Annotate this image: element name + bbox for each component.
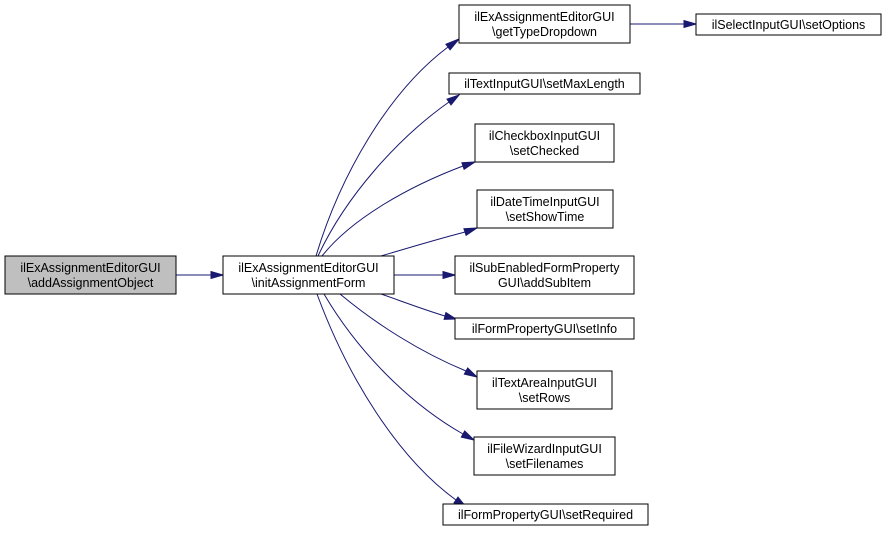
node-showtime-label-1: \setShowTime bbox=[506, 210, 585, 224]
node-checked[interactable]: ilCheckboxInputGUI\setChecked bbox=[474, 123, 615, 163]
edge-init-info-arrowhead bbox=[443, 311, 458, 320]
edge-init-filenames-arrowhead bbox=[460, 430, 476, 441]
edge-init-subitem bbox=[394, 270, 457, 280]
edge-init-rows-line bbox=[339, 293, 467, 372]
node-required-label-0: ilFormPropertyGUI\setRequired bbox=[458, 508, 633, 522]
edge-init-typedrop-arrowhead bbox=[445, 38, 460, 51]
edge-init-rows-arrowhead bbox=[463, 367, 479, 378]
node-maxlen-box bbox=[448, 72, 641, 95]
edge-init-filenames-line bbox=[323, 293, 464, 435]
node-filenames-box bbox=[473, 436, 616, 476]
edge-init-typedrop-line bbox=[315, 46, 449, 257]
node-rows-label-1: \setRows bbox=[519, 391, 570, 405]
edge-init-required-line bbox=[316, 293, 457, 501]
edge-init-subitem-arrowhead bbox=[442, 270, 457, 280]
node-init-label-1: \initAssignmentForm bbox=[252, 276, 366, 290]
edge-typedrop-setopts bbox=[630, 19, 698, 29]
edge-root-init bbox=[176, 270, 225, 280]
node-subitem-label-1: GUI\addSubItem bbox=[498, 276, 591, 290]
node-setopts[interactable]: ilSelectInputGUI\setOptions bbox=[695, 13, 882, 36]
node-rows-box bbox=[476, 370, 613, 410]
edge-init-info-line bbox=[380, 293, 446, 317]
node-checked-box bbox=[474, 123, 615, 163]
edge-init-checked-line bbox=[321, 165, 464, 257]
node-maxlen-label-0: ilTextInputGUI\setMaxLength bbox=[464, 77, 625, 91]
edge-init-info bbox=[380, 293, 458, 320]
edge-init-typedrop bbox=[315, 38, 460, 257]
node-rows[interactable]: ilTextAreaInputGUI\setRows bbox=[476, 370, 613, 410]
edge-init-showtime bbox=[380, 227, 479, 257]
node-checked-label-1: \setChecked bbox=[510, 144, 580, 158]
node-maxlen[interactable]: ilTextInputGUI\setMaxLength bbox=[448, 72, 641, 95]
node-typedrop-box bbox=[458, 4, 631, 44]
node-info[interactable]: ilFormPropertyGUI\setInfo bbox=[454, 317, 635, 340]
node-root-box bbox=[4, 255, 177, 295]
node-root[interactable]: ilExAssignmentEditorGUI\addAssignmentObj… bbox=[4, 255, 177, 295]
node-root-label-0: ilExAssignmentEditorGUI bbox=[20, 261, 160, 275]
node-subitem-label-0: ilSubEnabledFormProperty bbox=[469, 261, 620, 275]
edge-root-init-arrowhead bbox=[210, 270, 225, 280]
node-root-label-1: \addAssignmentObject bbox=[28, 276, 154, 290]
node-typedrop-label-1: \getTypeDropdown bbox=[492, 25, 597, 39]
node-showtime-label-0: ilDateTimeInputGUI bbox=[490, 195, 599, 209]
node-typedrop-label-0: ilExAssignmentEditorGUI bbox=[474, 10, 614, 24]
node-required[interactable]: ilFormPropertyGUI\setRequired bbox=[442, 503, 649, 526]
node-setopts-label-0: ilSelectInputGUI\setOptions bbox=[712, 18, 866, 32]
node-filenames[interactable]: ilFileWizardInputGUI\setFilenames bbox=[473, 436, 616, 476]
node-showtime[interactable]: ilDateTimeInputGUI\setShowTime bbox=[476, 189, 614, 229]
node-subitem-box bbox=[454, 255, 635, 295]
node-info-label-0: ilFormPropertyGUI\setInfo bbox=[472, 322, 617, 336]
edge-init-rows bbox=[339, 293, 479, 378]
edge-typedrop-setopts-arrowhead bbox=[683, 19, 698, 29]
node-init-box bbox=[222, 255, 395, 295]
node-info-box bbox=[454, 317, 635, 340]
edge-init-required bbox=[316, 293, 468, 509]
node-checked-label-0: ilCheckboxInputGUI bbox=[489, 129, 600, 143]
node-filenames-label-0: ilFileWizardInputGUI bbox=[487, 442, 602, 456]
edge-init-checked-arrowhead bbox=[461, 161, 477, 171]
node-showtime-box bbox=[476, 189, 614, 229]
edge-init-maxlen bbox=[317, 93, 461, 257]
node-init[interactable]: ilExAssignmentEditorGUI\initAssignmentFo… bbox=[222, 255, 395, 295]
edge-init-showtime-line bbox=[380, 231, 466, 257]
node-filenames-label-1: \setFilenames bbox=[506, 457, 584, 471]
node-setopts-box bbox=[695, 13, 882, 36]
edge-init-filenames bbox=[323, 293, 476, 441]
node-typedrop[interactable]: ilExAssignmentEditorGUI\getTypeDropdown bbox=[458, 4, 631, 44]
edge-init-maxlen-arrowhead bbox=[446, 93, 461, 106]
edge-init-checked bbox=[321, 161, 477, 257]
edge-init-showtime-arrowhead bbox=[463, 227, 479, 237]
node-required-box bbox=[442, 503, 649, 526]
edge-init-maxlen-line bbox=[317, 101, 450, 257]
node-init-label-0: ilExAssignmentEditorGUI bbox=[238, 261, 378, 275]
node-rows-label-0: ilTextAreaInputGUI bbox=[492, 376, 597, 390]
